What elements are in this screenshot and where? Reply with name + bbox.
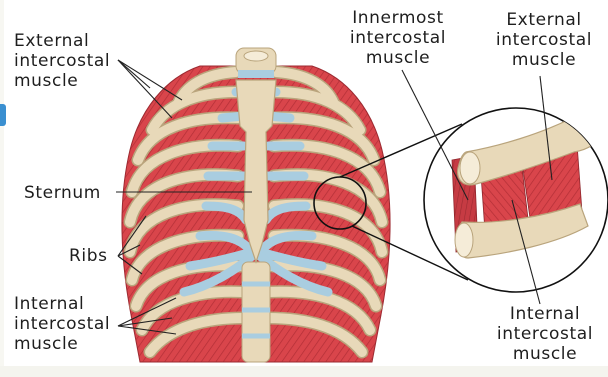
label-sternum: Sternum [24,183,101,203]
label-line: intercostal [483,324,607,344]
label-line: Internal [14,294,110,314]
label-line: muscle [14,71,110,91]
label-line: Innermost [338,8,458,28]
label-line: Internal [483,304,607,324]
label-ribs: Ribs [69,246,108,266]
label-line: muscle [338,48,458,68]
top-vertebra [236,48,276,78]
label-line: intercostal [484,30,604,50]
label-innermost-intercostal: Innermost intercostal muscle [338,8,458,68]
label-line: intercostal [338,28,458,48]
label-external-intercostal-right: External intercostal muscle [484,10,604,70]
label-line: intercostal [14,314,110,334]
label-line: muscle [14,334,110,354]
label-line: muscle [484,50,604,70]
label-line: intercostal [14,51,110,71]
vertebral-column [242,262,270,362]
label-line: External [14,31,110,51]
magnified-inset [424,108,608,292]
label-internal-intercostal-right: Internal intercostal muscle [483,304,607,364]
label-internal-intercostal-left: Internal intercostal muscle [14,294,110,354]
label-line: External [484,10,604,30]
label-line: muscle [483,344,607,364]
label-external-intercostal-left: External intercostal muscle [14,31,110,91]
